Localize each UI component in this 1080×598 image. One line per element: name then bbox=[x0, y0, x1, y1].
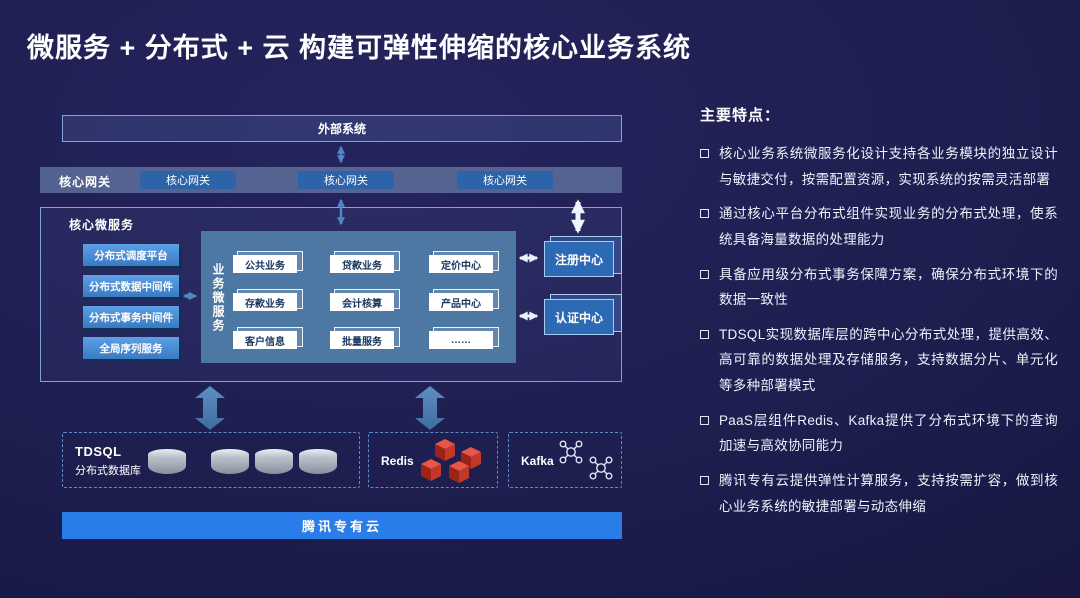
features-heading: 主要特点： bbox=[700, 107, 781, 124]
tdsql-name: TDSQL bbox=[75, 444, 122, 459]
feature-item: 核心业务系统微服务化设计支持各业务模块的独立设计与敏捷交付，按需配置资源，实现系… bbox=[700, 141, 1058, 192]
business-box: 批量服务 bbox=[330, 327, 400, 349]
middleware-box: 分布式调度平台 bbox=[83, 244, 179, 266]
bullet-square-icon bbox=[700, 476, 709, 486]
gateway-node: 核心网关 bbox=[140, 171, 236, 189]
feature-item: 通过核心平台分布式组件实现业务的分布式处理，使系统具备海量数据的处理能力 bbox=[700, 201, 1058, 252]
kafka-box: Kafka bbox=[508, 432, 622, 488]
kafka-name: Kafka bbox=[521, 454, 554, 468]
core-microservices-box: 核心微服务 分布式调度平台 分布式数据中间件 分布式事务中间件 全局序列服务 业… bbox=[40, 207, 622, 382]
gateway-node: 核心网关 bbox=[298, 171, 394, 189]
middleware-box: 分布式事务中间件 bbox=[83, 306, 179, 328]
business-box: 定价中心 bbox=[429, 251, 499, 273]
middleware-box: 分布式数据中间件 bbox=[83, 275, 179, 297]
database-cylinder-icon bbox=[299, 449, 337, 475]
business-box: 客户信息 bbox=[233, 327, 303, 349]
feature-item: 腾讯专有云提供弹性计算服务，支持按需扩容，做到核心业务系统的敏捷部署与动态伸缩 bbox=[700, 468, 1058, 519]
features-panel: 主要特点： 核心业务系统微服务化设计支持各业务模块的独立设计与敏捷交付，按需配置… bbox=[700, 104, 1058, 528]
external-system-label: 外部系统 bbox=[317, 122, 366, 136]
gateway-node: 核心网关 bbox=[457, 171, 553, 189]
middleware-box: 全局序列服务 bbox=[83, 337, 179, 359]
bullet-square-icon bbox=[700, 329, 709, 339]
redis-cube-icon bbox=[421, 439, 481, 483]
business-services-vertical-label: 业务微服务 bbox=[211, 263, 225, 333]
feature-item: PaaS层组件Redis、Kafka提供了分布式环境下的查询加速与高效协同能力 bbox=[700, 408, 1058, 459]
core-microservices-label: 核心微服务 bbox=[69, 218, 135, 232]
redis-name: Redis bbox=[381, 454, 414, 468]
core-data-arrow-left bbox=[195, 386, 225, 430]
database-cylinder-icon bbox=[211, 449, 249, 475]
tdsql-desc: 分布式数据库 bbox=[75, 465, 141, 477]
feature-item: TDSQL实现数据库层的跨中心分布式处理，提供高效、高可靠的数据处理及存储服务，… bbox=[700, 322, 1058, 399]
feature-item: 具备应用级分布式事务保障方案，确保分布式环境下的数据一致性 bbox=[700, 262, 1058, 313]
business-box: 会计核算 bbox=[330, 289, 400, 311]
bullet-square-icon bbox=[700, 149, 709, 158]
auth-center-box: 认证中心 bbox=[544, 294, 622, 335]
tdsql-box: TDSQL 分布式数据库 bbox=[62, 432, 360, 488]
kafka-cluster-icon bbox=[559, 440, 613, 480]
private-cloud-bar: 腾讯专有云 bbox=[62, 512, 622, 539]
bullet-square-icon bbox=[700, 269, 709, 279]
business-box: 产品中心 bbox=[429, 289, 499, 311]
registry-center-box: 注册中心 bbox=[544, 236, 622, 277]
business-box: 公共业务 bbox=[233, 251, 303, 273]
gateway-band: 核心网关 核心网关 核心网关 核心网关 bbox=[40, 167, 622, 193]
business-box: …… bbox=[429, 327, 499, 349]
page-title: 微服务 + 分布式 + 云 构建可弹性伸缩的核心业务系统 bbox=[27, 33, 692, 63]
bullet-square-icon bbox=[700, 209, 709, 219]
business-box: 贷款业务 bbox=[330, 251, 400, 273]
business-services-panel: 业务微服务 公共业务 贷款业务 定价中心 存款业务 会计核算 产品中心 客户信息… bbox=[201, 231, 516, 363]
database-cylinder-icon bbox=[255, 449, 293, 475]
core-data-arrow-right bbox=[415, 386, 445, 430]
bullet-square-icon bbox=[700, 415, 709, 425]
external-system-box: 外部系统 bbox=[62, 115, 622, 142]
business-box: 存款业务 bbox=[233, 289, 303, 311]
gateway-label: 核心网关 bbox=[59, 175, 112, 189]
database-cylinder-icon bbox=[148, 449, 186, 475]
redis-box: Redis bbox=[368, 432, 498, 488]
